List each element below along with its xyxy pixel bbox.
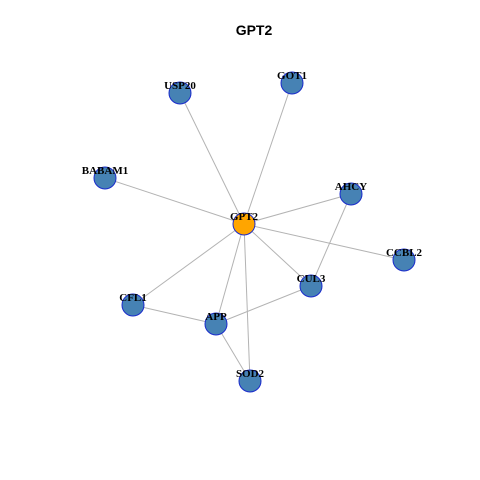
edge-gpt2-ccbl2 (243, 223, 405, 261)
node-label-cul3: CUL3 (297, 273, 326, 285)
edge-cfl1-app (132, 304, 217, 325)
node-usp20[interactable] (168, 81, 192, 105)
node-ccbl2[interactable] (392, 248, 416, 272)
edge-gpt2-cfl1 (132, 223, 245, 306)
node-label-cfl1: CFL1 (119, 292, 147, 304)
node-cul3[interactable] (299, 274, 323, 298)
node-babam1[interactable] (93, 166, 117, 190)
edge-gpt2-sod2 (243, 223, 251, 382)
edges-layer (104, 82, 405, 382)
node-label-babam1: BABAM1 (82, 165, 128, 177)
edge-gpt2-cul3 (243, 223, 312, 287)
node-label-app: APP (205, 311, 227, 323)
node-cfl1[interactable] (121, 293, 145, 317)
edge-cul3-app (215, 285, 312, 325)
graph-title: GPT2 (236, 22, 273, 38)
node-label-ahcy: AHCY (335, 181, 367, 193)
node-app[interactable] (204, 312, 228, 336)
edge-gpt2-got1 (243, 82, 293, 225)
edge-gpt2-app (215, 223, 245, 325)
nodes-layer (93, 71, 416, 393)
node-got1[interactable] (280, 71, 304, 95)
edge-ahcy-cul3 (310, 193, 352, 287)
node-gpt2[interactable] (232, 212, 256, 236)
edge-gpt2-babam1 (104, 177, 245, 225)
node-label-usp20: USP20 (164, 80, 196, 92)
edge-gpt2-usp20 (179, 92, 245, 225)
node-label-ccbl2: CCBL2 (386, 247, 423, 259)
node-sod2[interactable] (238, 369, 262, 393)
node-label-gpt2: GPT2 (230, 211, 259, 223)
edge-gpt2-ahcy (243, 193, 352, 225)
node-label-got1: GOT1 (277, 70, 307, 82)
node-ahcy[interactable] (339, 182, 363, 206)
node-label-sod2: SOD2 (236, 368, 265, 380)
